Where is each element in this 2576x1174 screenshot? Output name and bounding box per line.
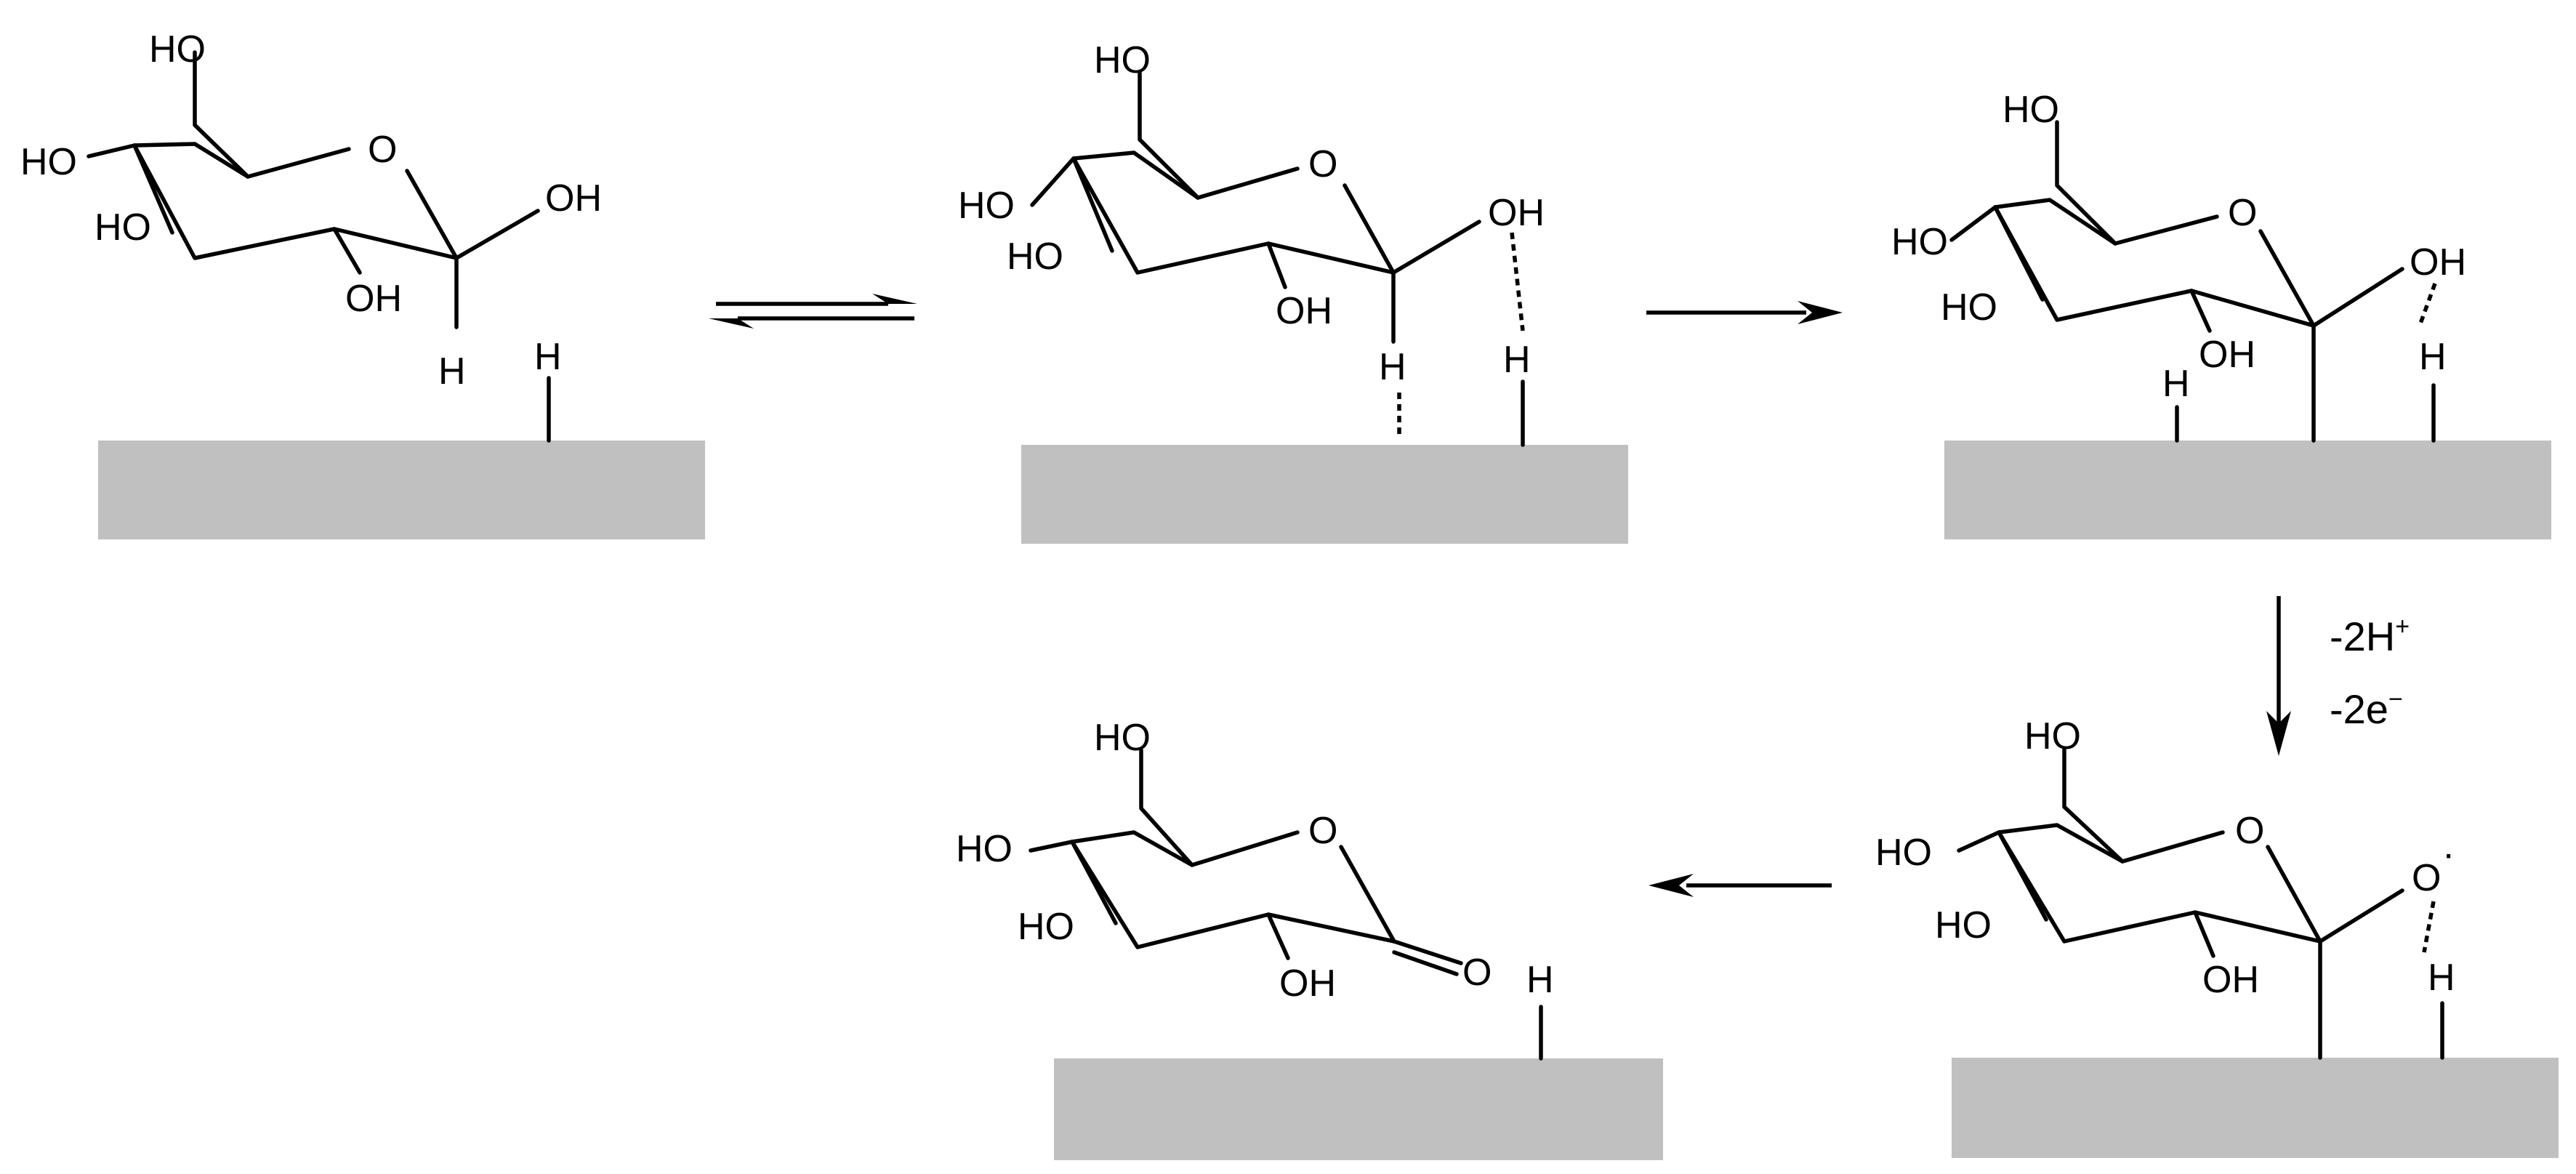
label-ring-o: O [368, 129, 397, 171]
label-ho-left: HO [1875, 832, 1932, 874]
stage-4-radical-intermediate: HO HO HO O OH O · H [1875, 715, 2559, 1158]
stage-5-gluconolactone: HO HO HO O OH O H [956, 717, 1663, 1160]
label-oh-bottom: OH [1279, 962, 1336, 1005]
catalyst-surface [1021, 445, 1628, 544]
label-ho-lower: HO [1935, 904, 1992, 946]
label-oh-anomeric: OH [545, 177, 602, 220]
label-h-surface-right: H [2419, 336, 2447, 378]
catalyst-surface [1944, 441, 2551, 539]
stage-1-glucose: HO HO HO O OH OH H H [20, 28, 705, 539]
label-ho-left: HO [20, 141, 77, 183]
product-arrow [1649, 874, 1832, 897]
catalyst-surface [1952, 1058, 2559, 1158]
label-ring-o: O [2228, 192, 2257, 234]
label-h-surface: H [1503, 339, 1531, 381]
label-ho-top: HO [2003, 89, 2059, 131]
label-ho-lower: HO [94, 206, 151, 249]
label-ho-left: HO [956, 828, 1013, 870]
label-radical-o: O [2412, 857, 2441, 899]
label-ho-lower: HO [1018, 906, 1074, 948]
label-h-surface: H [2428, 957, 2455, 999]
label-h-surface: H [534, 336, 562, 378]
label-ring-o: O [1308, 143, 1337, 185]
label-carbonyl-o: O [1462, 952, 1492, 994]
label-ring-o: O [1308, 810, 1337, 852]
stage-3-surface-bound-intermediate: HO HO HO O OH OH H H [1891, 89, 2551, 539]
equilibrium-arrow [709, 294, 917, 329]
deprotonation-arrow: -2H+ -2e− [2266, 596, 2410, 756]
radical-dot: · [2442, 833, 2455, 875]
label-oh-bottom: OH [2202, 959, 2259, 1001]
label-oh-bottom: OH [1276, 290, 1332, 332]
label-h-surface-left: H [2162, 363, 2190, 405]
label-ho-lower: HO [1007, 236, 1063, 278]
stage-2-adsorbed-glucose: HO HO HO O OH OH H H [958, 39, 1628, 544]
label-ho-left: HO [958, 185, 1015, 227]
label-ho-left: HO [1891, 221, 1948, 263]
label-ho-top: HO [1094, 39, 1151, 81]
catalyst-surface [1054, 1058, 1663, 1160]
condition-electron-loss: -2e− [2330, 685, 2403, 732]
label-h-anomeric: H [1379, 346, 1406, 388]
label-ho-top: HO [1094, 717, 1151, 759]
label-oh-anomeric: OH [1488, 192, 1545, 234]
forward-arrow [1646, 301, 1843, 324]
label-h-anomeric: H [438, 350, 466, 393]
label-ring-o: O [2235, 810, 2264, 852]
label-h-surface: H [1526, 959, 1554, 1001]
label-ho-top: HO [149, 28, 206, 71]
label-oh-bottom: OH [2199, 334, 2255, 376]
catalyst-surface [98, 441, 705, 539]
label-oh-anomeric: OH [2410, 241, 2466, 284]
condition-proton-loss: -2H+ [2330, 613, 2410, 659]
label-oh-bottom: OH [345, 278, 402, 320]
label-ho-lower: HO [1941, 286, 1997, 329]
label-ho-top: HO [2024, 715, 2081, 757]
